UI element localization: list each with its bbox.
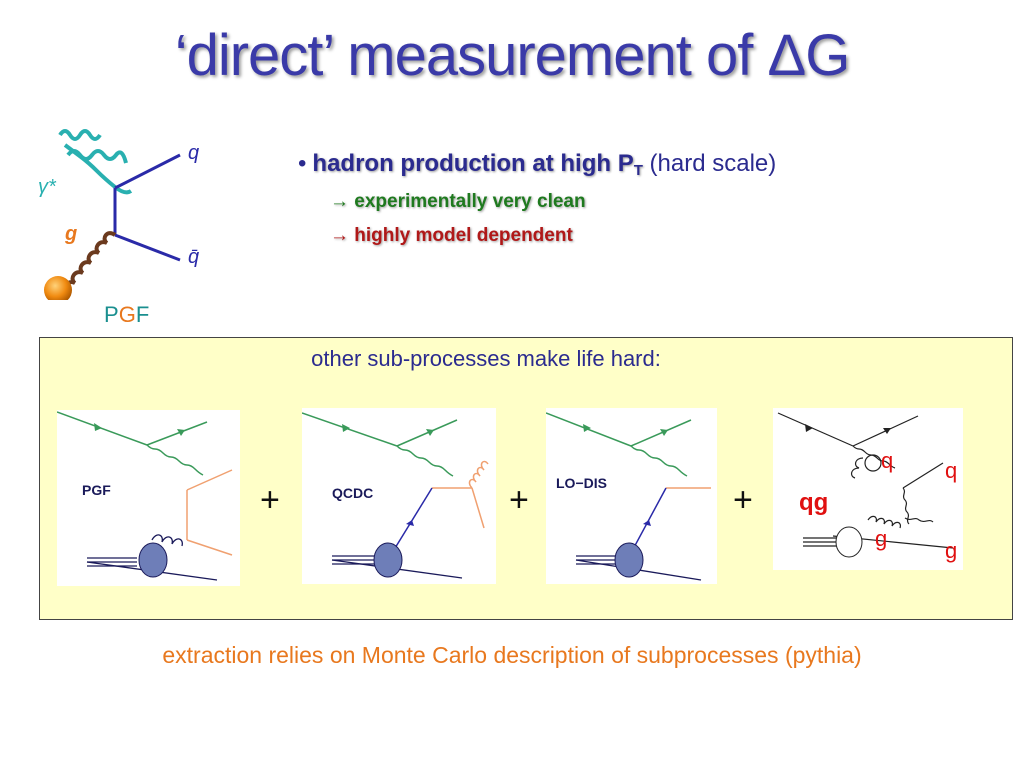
- bullet-model-text: highly model dependent: [354, 225, 573, 246]
- panel-qcdc: QCDC: [301, 408, 496, 584]
- gamma-label: γ*: [38, 176, 57, 198]
- qg-q1-label: q: [881, 448, 893, 473]
- plus-sign: +: [509, 481, 529, 519]
- subprocess-box: other sub-processes make life hard: PGF …: [39, 337, 1013, 620]
- panel-pgf: PGF: [56, 410, 240, 586]
- panel-label: LO−DIS: [556, 475, 607, 491]
- qg-subprocess-diagram: qg q q g g: [777, 412, 957, 563]
- quark-label: q: [188, 142, 199, 164]
- bullet-main-plain: (hard scale): [642, 150, 777, 177]
- qg-label: qg: [799, 489, 828, 516]
- slide-title: ‘direct’ measurement of ΔG: [174, 23, 851, 88]
- qg-g2-label: g: [945, 538, 957, 563]
- pgf-feynman-diagram: γ* g q q̄: [38, 129, 199, 300]
- panel-lo-dis: LO−DIS: [545, 408, 717, 584]
- bullet-main-sub: T: [633, 162, 643, 179]
- plus-sign: +: [733, 481, 753, 519]
- arrow-icon: →: [330, 191, 349, 212]
- gluon-label: g: [64, 223, 77, 245]
- plus-sign: +: [260, 481, 280, 519]
- panel-label: QCDC: [332, 485, 373, 501]
- quark-line-down: [114, 233, 181, 262]
- gluon-coil: [64, 231, 117, 295]
- pgf-p: P: [104, 302, 119, 327]
- qcdc-subprocess-diagram: QCDC: [301, 412, 489, 579]
- bullet-clean: → experimentally very clean: [330, 191, 776, 213]
- bullet-main: •hadron production at high PT (hard scal…: [298, 150, 776, 179]
- qg-g1-label: g: [875, 526, 887, 551]
- footer-text: extraction relies on Monte Carlo descrip…: [162, 642, 862, 668]
- bullet-clean-text: experimentally very clean: [354, 191, 586, 212]
- arrow-icon: →: [330, 225, 349, 246]
- lo-dis-subprocess-diagram: LO−DIS: [545, 412, 711, 581]
- quark-line-up: [114, 153, 181, 190]
- pgf-f: F: [135, 302, 150, 327]
- proton-ball: [44, 276, 72, 300]
- pgf-g: G: [118, 302, 136, 327]
- bullet-list: •hadron production at high PT (hard scal…: [298, 150, 776, 247]
- bullet-dot: •: [298, 150, 307, 177]
- pgf-label: PGF: [104, 302, 149, 328]
- qg-q2-label: q: [945, 458, 957, 483]
- antiquark-label: q̄: [188, 246, 199, 268]
- bullet-main-bold: hadron production at high P: [312, 150, 634, 177]
- bullet-model-dependent: → highly model dependent: [330, 225, 776, 247]
- pgf-subprocess-diagram: PGF: [56, 411, 233, 581]
- box-title: other sub-processes make life hard:: [311, 346, 661, 371]
- panel-label: PGF: [82, 482, 111, 498]
- panel-qg: qg q q g g: [773, 408, 963, 570]
